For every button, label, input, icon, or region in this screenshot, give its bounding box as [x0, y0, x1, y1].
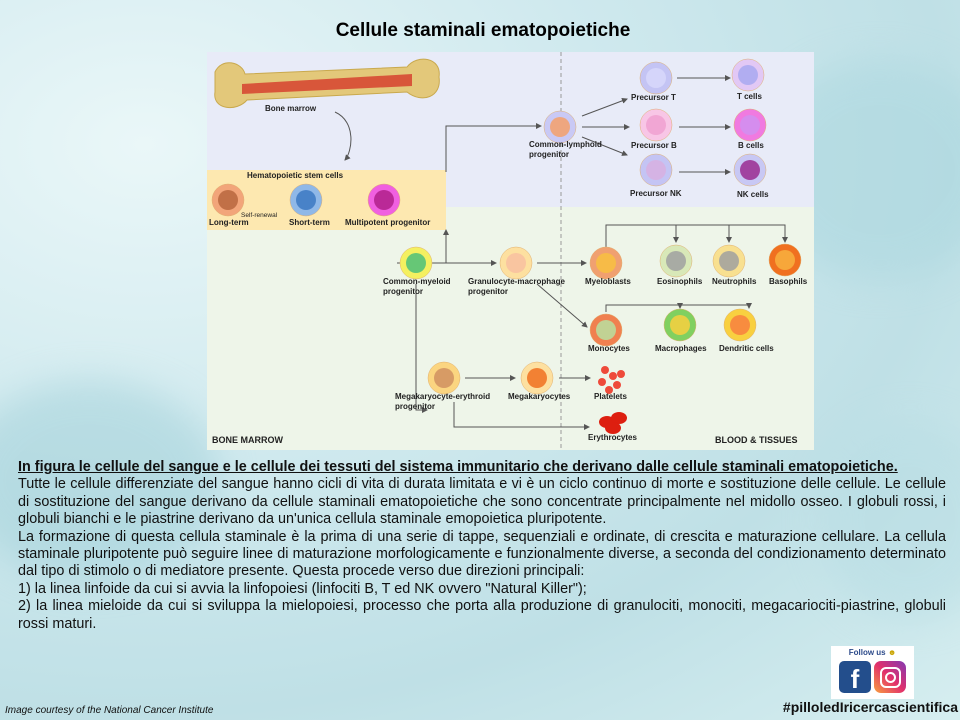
platelets-label: Platelets — [594, 392, 627, 401]
megakaryocyte-cell — [520, 361, 554, 395]
arrow — [581, 97, 628, 117]
long-term-cell — [211, 183, 245, 217]
arrow — [453, 402, 590, 430]
neutrophil-cell — [712, 244, 746, 278]
dendritic-label: Dendritic cells — [719, 344, 774, 353]
gmp-label: progenitor — [468, 287, 508, 296]
gmp-label: Granulocyte-macrophage — [468, 277, 565, 286]
erythrocytes-icon — [599, 412, 627, 434]
monocytes-label: Monocytes — [588, 344, 630, 353]
precursor-t-cell — [639, 61, 673, 95]
page-title: Cellule staminali ematopoietiche — [335, 20, 631, 41]
dendritic-cell — [723, 308, 757, 342]
bone-marrow-label: Bone marrow — [265, 104, 317, 113]
t-cells-label: T cells — [737, 92, 762, 101]
cmp-cell — [399, 246, 433, 280]
macrophages-label: Macrophages — [655, 344, 707, 353]
eosinophils-label: Eosinophils — [657, 277, 703, 286]
arrow — [581, 136, 628, 156]
nk-cell — [733, 153, 767, 187]
arrow — [445, 123, 542, 172]
lead-sentence: In figura le cellule del sangue e le cel… — [18, 459, 898, 475]
myeloblast-cell — [589, 246, 623, 280]
instagram-icon[interactable] — [874, 661, 906, 693]
multipotent-cell — [367, 183, 401, 217]
platelets-icon — [598, 366, 625, 394]
paragraph: 1) la linea linfoide da cui si avvia la … — [18, 580, 587, 597]
basophils-label: Basophils — [769, 277, 808, 286]
mep-label: Megakaryocyte-erythroid — [395, 392, 490, 401]
myeloid-region — [207, 207, 814, 450]
paragraph: 2) la linea mieloide da cui si sviluppa … — [18, 598, 946, 632]
gmp-cell — [499, 246, 533, 280]
bone-icon — [214, 58, 440, 108]
b-cells-label: B cells — [738, 141, 764, 150]
megakaryocytes-label: Megakaryocytes — [508, 392, 571, 401]
macrophage-cell — [663, 308, 697, 342]
precursor-nk-label: Precursor NK — [630, 189, 682, 198]
precursor-t-label: Precursor T — [631, 93, 676, 102]
basophil-cell — [768, 243, 802, 277]
region-left-label: BONE MARROW — [212, 435, 283, 445]
image-credit: Image courtesy of the National Cancer In… — [5, 705, 214, 716]
monocyte-cell — [589, 313, 623, 347]
description-text: In figura le cellule del sangue e le cel… — [18, 459, 946, 633]
follow-us-label: Follow us ☻ — [831, 648, 914, 657]
b-cell — [733, 108, 767, 142]
follow-text: Follow us — [848, 648, 886, 657]
paragraph: La formazione di questa cellula staminal… — [18, 528, 946, 580]
arrow — [415, 284, 428, 413]
multipotent-label: Multipotent progenitor — [345, 218, 430, 227]
social-box: Follow us ☻ f — [831, 646, 914, 699]
nk-cells-label: NK cells — [737, 190, 769, 199]
clp-label: progenitor — [529, 150, 569, 159]
eosinophil-cell — [659, 244, 693, 278]
precursor-nk-cell — [639, 153, 673, 187]
arrow — [536, 283, 588, 328]
myeloblasts-label: Myeloblasts — [585, 277, 631, 286]
cmp-label: progenitor — [383, 287, 423, 296]
region-right-label: BLOOD & TISSUES — [715, 435, 798, 445]
hsc-box — [207, 170, 446, 230]
precursor-b-cell — [639, 108, 673, 142]
erythrocytes-label: Erythrocytes — [588, 433, 637, 442]
self-renewal-label: Self-renewal — [241, 212, 278, 219]
clp-cell — [543, 110, 577, 144]
long-term-label: Long-term — [209, 218, 249, 227]
mep-cell — [427, 361, 461, 395]
background-blob — [820, 420, 960, 620]
short-term-label: Short-term — [289, 218, 330, 227]
short-term-cell — [289, 183, 323, 217]
hsc-title-label: Hematopoietic stem cells — [247, 171, 344, 180]
arrow — [605, 224, 788, 247]
facebook-icon[interactable]: f — [839, 661, 871, 694]
background-blob — [0, 380, 220, 580]
cmp-label: Common-myeloid — [383, 277, 451, 286]
hashtag: #pilloledIricercascientifica — [782, 699, 958, 715]
clp-label: Common-lymphoid — [529, 140, 602, 149]
t-cell — [731, 58, 765, 92]
neutrophils-label: Neutrophils — [712, 277, 757, 286]
mep-label: progenitor — [395, 402, 435, 411]
paragraph: Tutte le cellule differenziate del sangu… — [18, 476, 946, 528]
smiley-icon: ☻ — [887, 648, 897, 657]
precursor-b-label: Precursor B — [631, 141, 677, 150]
